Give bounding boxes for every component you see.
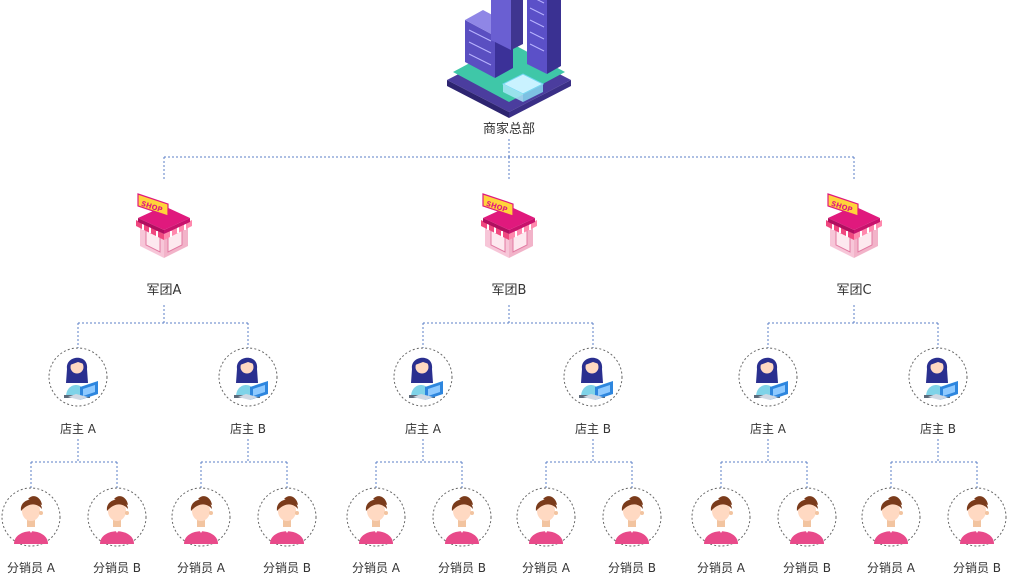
shop-icon: [825, 193, 883, 259]
avatar-ring: [218, 347, 278, 407]
owner-node: 店主 B: [218, 347, 278, 436]
distributor-label: 分销员 B: [263, 561, 311, 574]
avatar-ring: [516, 487, 576, 547]
distributor-label: 分销员 A: [352, 561, 401, 574]
owner-node: 店主 B: [908, 347, 968, 436]
distributor-node: 分销员 B: [777, 487, 837, 574]
owner-label: 店主 A: [750, 422, 787, 436]
owner-label: 店主 B: [230, 422, 266, 436]
distributor-label: 分销员 B: [438, 561, 486, 574]
distributor-node: 分销员 B: [947, 487, 1007, 574]
distributor-person-icon: [100, 496, 134, 544]
distributor-person-icon: [615, 496, 649, 544]
distributor-person-icon: [445, 496, 479, 544]
distributor-label: 分销员 B: [93, 561, 141, 574]
owner-label: 店主 B: [920, 422, 956, 436]
avatar-ring: [738, 347, 798, 407]
distributor-person-icon: [14, 496, 48, 544]
distributor-node: 分销员 A: [691, 487, 751, 574]
distributor-node: 分销员 A: [346, 487, 406, 574]
distributor-person-icon: [790, 496, 824, 544]
distributor-label: 分销员 A: [522, 561, 571, 574]
distributor-label: 分销员 B: [608, 561, 656, 574]
avatar-ring: [908, 347, 968, 407]
owner-node: 店主 B: [563, 347, 623, 436]
shop-icon: [480, 193, 538, 259]
owner-node: 店主 A: [738, 347, 798, 436]
headquarters-node: 商家总部: [446, 0, 572, 137]
owner-label: 店主 B: [575, 422, 611, 436]
distributor-node: 分销员 A: [1, 487, 61, 574]
avatar-ring: [393, 347, 453, 407]
distributor-label: 分销员 A: [7, 561, 56, 574]
distributor-person-icon: [270, 496, 304, 544]
avatar-ring: [947, 487, 1007, 547]
owner-node: 店主 A: [393, 347, 453, 436]
distributor-person-icon: [359, 496, 393, 544]
avatar-ring: [432, 487, 492, 547]
distributor-label: 分销员 A: [867, 561, 916, 574]
shop-owner-laptop-icon: [579, 357, 613, 400]
distributor-label: 分销员 B: [783, 561, 831, 574]
distributor-node: 分销员 B: [257, 487, 317, 574]
group-node: 军团A: [135, 193, 193, 298]
owner-label: 店主 A: [60, 422, 97, 436]
shop-owner-laptop-icon: [924, 357, 958, 400]
distributor-person-icon: [874, 496, 908, 544]
distributor-node: 分销员 A: [171, 487, 231, 574]
distributor-person-icon: [960, 496, 994, 544]
avatar-ring: [87, 487, 147, 547]
distributor-label: 分销员 A: [697, 561, 746, 574]
avatar-ring: [346, 487, 406, 547]
distributor-person-icon: [184, 496, 218, 544]
avatar-ring: [48, 347, 108, 407]
avatar-ring: [777, 487, 837, 547]
shop-owner-laptop-icon: [754, 357, 788, 400]
avatar-ring: [563, 347, 623, 407]
shop-owner-laptop-icon: [64, 357, 98, 400]
group-node: 军团C: [825, 193, 883, 298]
group-label: 军团B: [492, 283, 527, 298]
avatar-ring: [171, 487, 231, 547]
avatar-ring: [691, 487, 751, 547]
distributor-label: 分销员 A: [177, 561, 226, 574]
distributor-node: 分销员 B: [602, 487, 662, 574]
group-label: 军团C: [836, 283, 871, 298]
avatar-ring: [257, 487, 317, 547]
group-label: 军团A: [147, 283, 182, 298]
distributor-person-icon: [529, 496, 563, 544]
distributor-label: 分销员 B: [953, 561, 1001, 574]
distributor-node: 分销员 A: [516, 487, 576, 574]
avatar-ring: [1, 487, 61, 547]
distributor-node: 分销员 B: [87, 487, 147, 574]
headquarters-label: 商家总部: [483, 121, 535, 137]
owner-label: 店主 A: [405, 422, 442, 436]
connector-lines: [30, 139, 978, 488]
group-node: 军团B: [480, 193, 538, 298]
headquarters-building-icon: [446, 0, 572, 119]
shop-owner-laptop-icon: [234, 357, 268, 400]
avatar-ring: [861, 487, 921, 547]
avatar-ring: [602, 487, 662, 547]
shop-owner-laptop-icon: [409, 357, 443, 400]
distributor-person-icon: [704, 496, 738, 544]
distributor-node: 分销员 A: [861, 487, 921, 574]
distributor-node: 分销员 B: [432, 487, 492, 574]
owner-node: 店主 A: [48, 347, 108, 436]
shop-icon: [135, 193, 193, 259]
